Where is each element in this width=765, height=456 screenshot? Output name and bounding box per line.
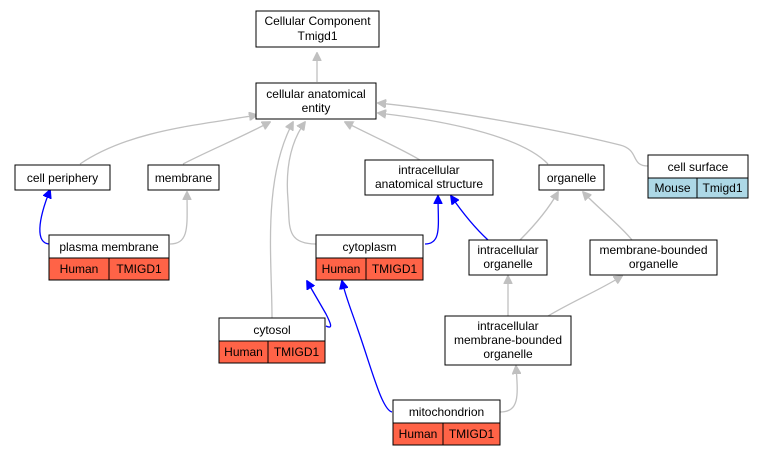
node-label: organelle [547,171,597,185]
gene-label: TMIGD1 [449,427,495,441]
edge-plasma-membrane-to-cell-periphery [39,190,50,245]
node-label-line1: cellular anatomical [266,87,365,101]
species-label: Human [60,262,99,276]
edge-intracellular-organelle-to-ias [451,196,489,241]
gene-label: TMIGD1 [116,262,162,276]
node-label: cytoplasm [342,240,396,254]
edge-intracellular-organelle-to-organelle [519,192,558,241]
edge-cytosol-to-cytoplasm [307,281,332,328]
gene-cell [442,422,501,446]
node-label-line2: membrane-bounded [454,333,562,347]
species-label: Mouse [654,181,690,195]
gene-cell [267,340,326,364]
edge-cell-surface-to-cae [378,103,649,167]
edge-cytoplasm-to-cae [286,122,317,245]
edge-cell-periphery-to-cae [79,115,257,165]
gene-cell [108,257,170,281]
node-intracellular-organelle[interactable]: intracellular organelle [468,239,548,276]
node-label-line2: organelle [629,257,679,271]
gene-label: Tmigd1 [702,181,742,195]
gene-cell [696,177,749,199]
node-intracellular-anatomical-structure[interactable]: intracellular anatomical structure [364,159,494,196]
node-membrane-bounded-organelle[interactable]: membrane-bounded organelle [589,239,718,276]
node-label-line1: membrane-bounded [599,243,707,257]
node-cytosol[interactable]: cytosol Human TMIGD1 [218,317,326,364]
node-label-line1: Cellular Component [264,14,371,28]
species-label: Human [224,345,263,359]
node-label-line2: organelle [483,257,533,271]
node-label: cytosol [253,323,290,337]
node-plasma-membrane[interactable]: plasma membrane Human TMIGD1 [48,234,170,281]
gene-label: TMIGD1 [372,262,418,276]
node-label: cell surface [668,160,729,174]
node-label: mitochondrion [409,405,484,419]
edge-cytoplasm-to-ias [424,196,438,245]
node-cell-periphery[interactable]: cell periphery [14,164,111,191]
node-label-line2: anatomical structure [375,177,483,191]
node-label-line1: intracellular [477,319,538,333]
node-cellular-anatomical-entity[interactable]: cellular anatomical entity [255,82,377,120]
node-label: cell periphery [27,171,98,185]
node-label-line2: entity [302,101,331,115]
edge-cytosol-to-cae [269,122,293,319]
node-cell-surface[interactable]: cell surface Mouse Tmigd1 [647,154,749,199]
edge-imbo-to-mbo [547,276,622,317]
edge-mitochondrion-to-cytoplasm [342,281,393,413]
node-label-line3: organelle [483,347,533,361]
gene-label: TMIGD1 [274,345,320,359]
edge-mitochondrion-to-imbo [499,366,517,413]
edge-organelle-to-cae [378,113,549,165]
species-label: Human [322,262,361,276]
node-organelle[interactable]: organelle [538,164,605,191]
edge-ias-to-cae [345,122,421,161]
node-membrane[interactable]: membrane [147,164,220,191]
node-mitochondrion[interactable]: mitochondrion Human TMIGD1 [392,399,501,446]
gene-cell [365,257,424,281]
species-label: Human [399,427,438,441]
edge-mbo-to-organelle [583,192,633,241]
node-intracellular-membrane-bounded-organelle[interactable]: intracellular membrane-bounded organelle [444,315,572,366]
node-label: plasma membrane [59,240,159,254]
node-cellular-component-tmigd1[interactable]: Cellular Component Tmigd1 [255,10,380,48]
edges [39,53,649,413]
node-label: membrane [155,171,213,185]
edge-plasma-membrane-to-membrane [169,192,187,245]
edge-membrane-to-cae [182,122,270,165]
node-label-line2: Tmigd1 [297,29,337,43]
node-label-line1: intracellular [477,243,538,257]
node-cytoplasm[interactable]: cytoplasm Human TMIGD1 [315,234,424,281]
node-label-line1: intracellular [398,163,459,177]
